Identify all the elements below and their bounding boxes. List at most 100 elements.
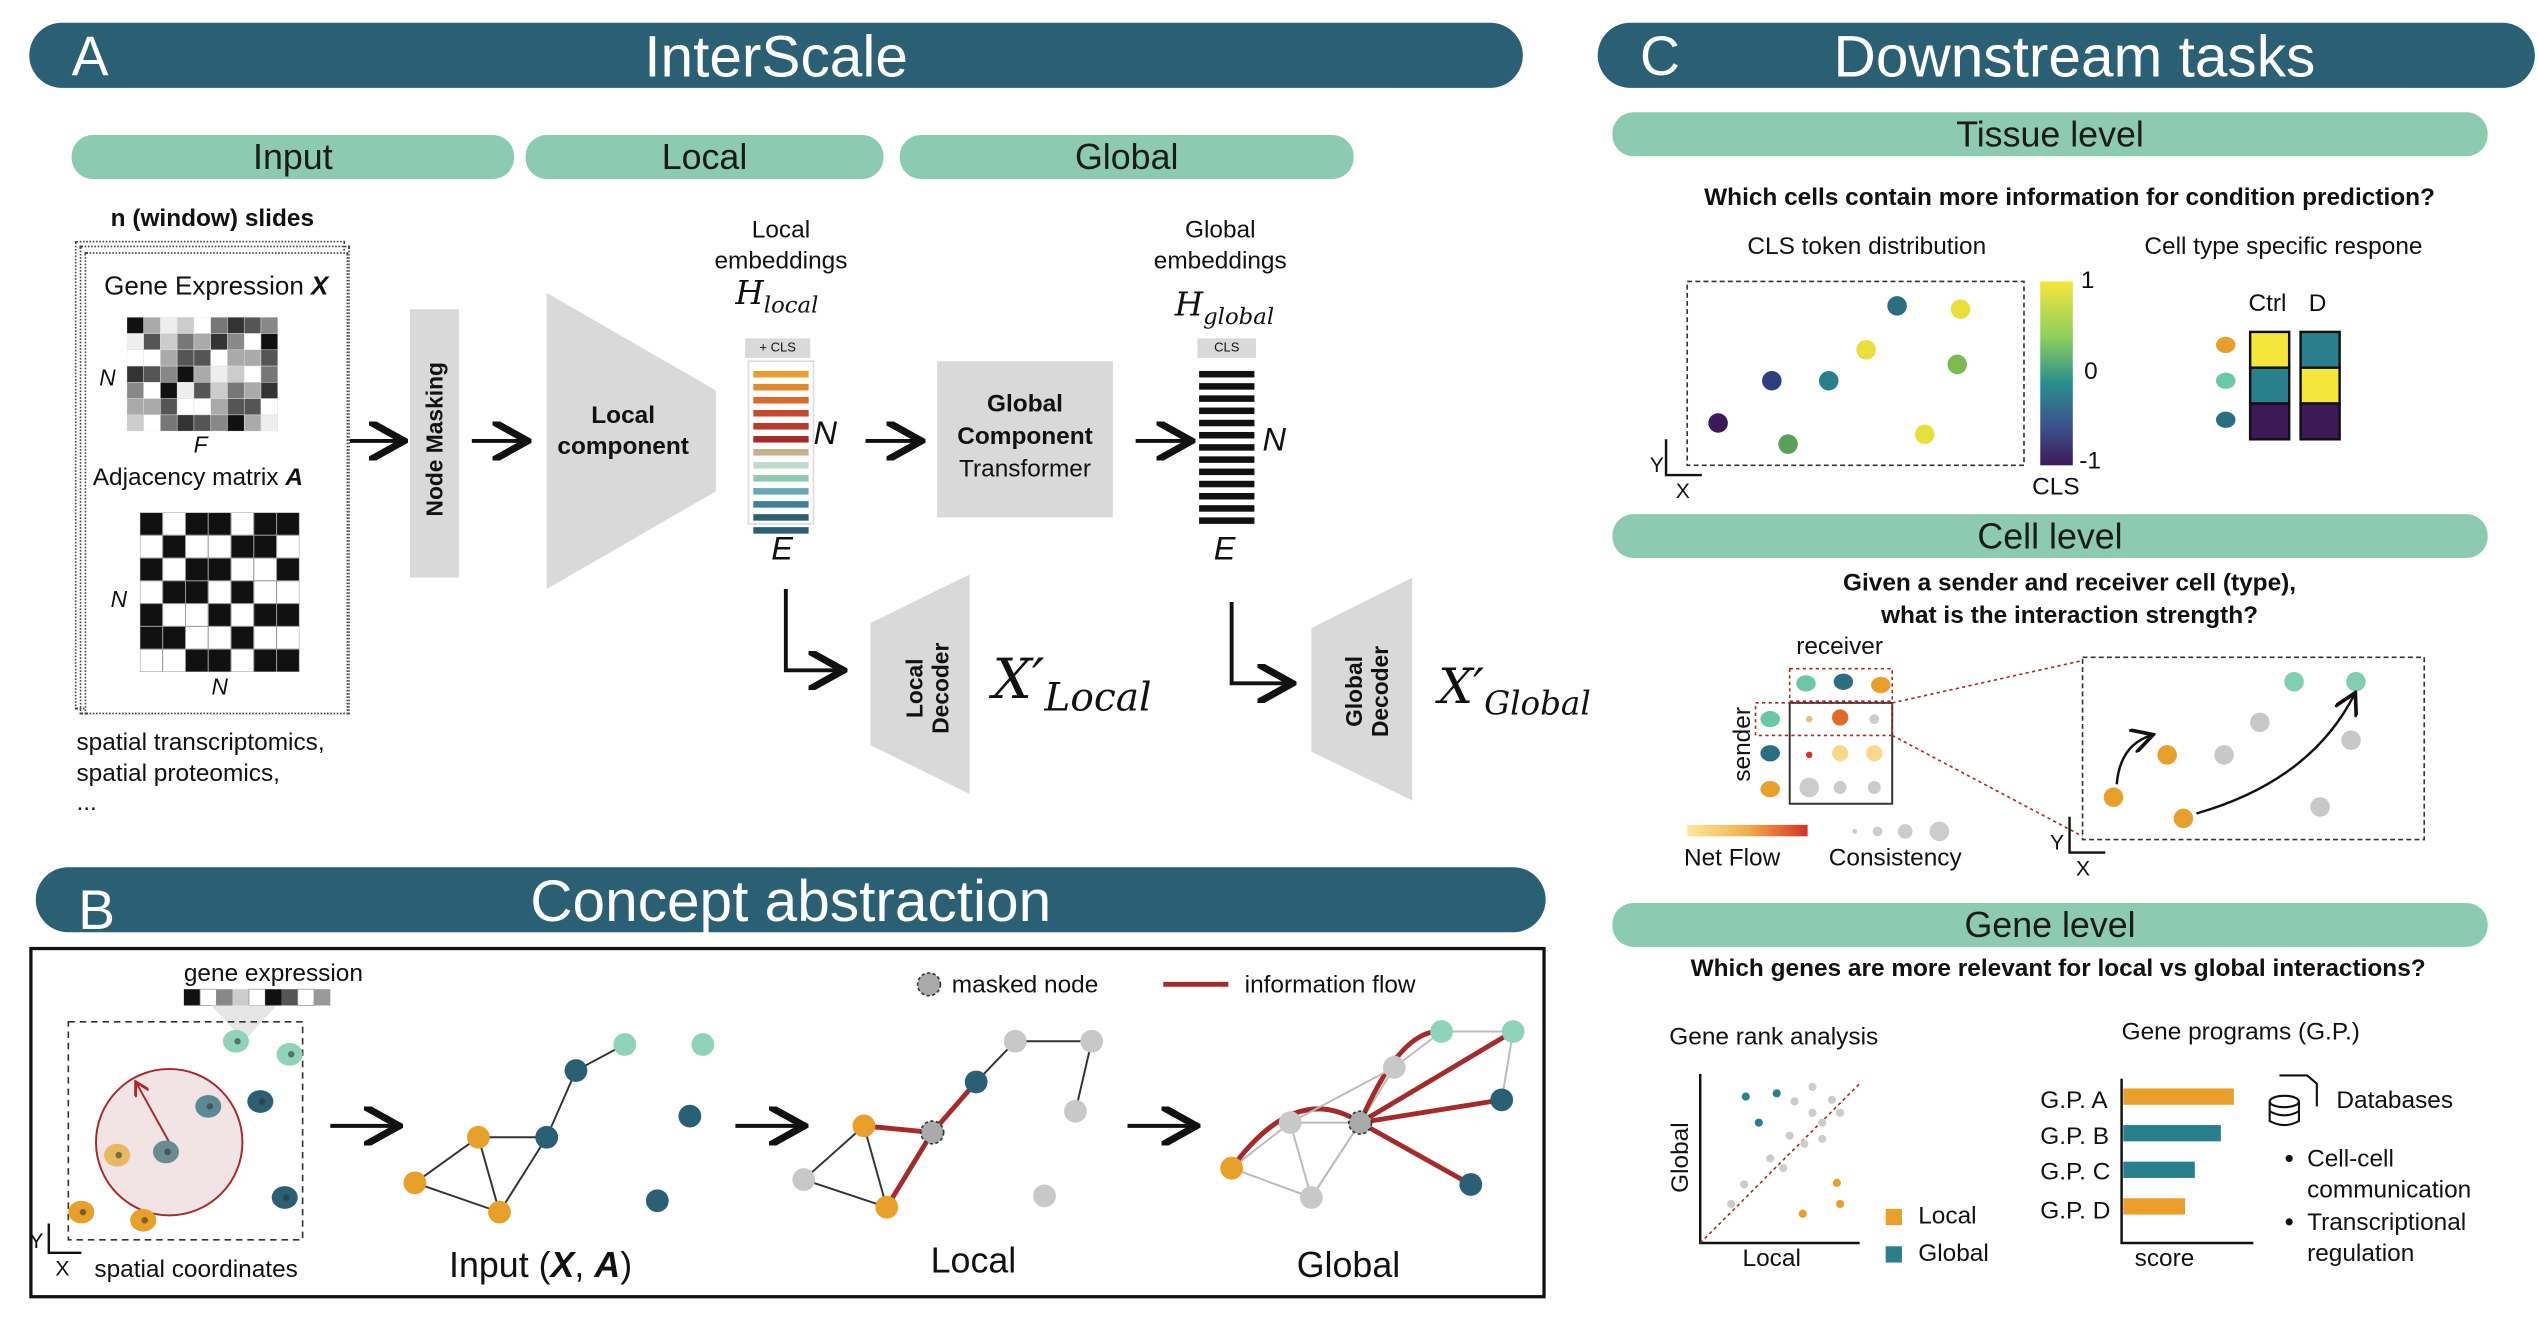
gene-rank-title: Gene rank analysis [1669,1023,1879,1052]
graph-node [1033,1184,1056,1208]
graph-node [1501,1020,1525,1043]
consistency-label: Consistency [1828,844,1962,873]
local-decoder-shape [870,574,970,794]
panel-a-flow [349,292,1413,801]
gp-bar [2123,1125,2221,1142]
local-component-text: Local component [557,401,689,461]
local-embedding-bars [747,360,815,534]
global-embedding-bar [1199,444,1255,451]
spatial-cells [68,1029,303,1232]
local-embedding-bar [753,436,809,443]
graph-node [691,1033,715,1056]
x-global-symbol: X′ [1438,658,1485,716]
db-item-2a: Transcriptional [2307,1208,2467,1237]
graph-edge [545,1070,577,1138]
graph-node [852,1114,876,1138]
cls-local-tag: + CLS [745,338,811,358]
gene-level-pill: Gene level [1612,902,2488,947]
graph-node [1080,1029,1104,1053]
local-embedding-bar [753,462,809,469]
local-embedding-bar [753,514,809,521]
cell-type-response-title: Cell type specific respone [2144,232,2423,261]
graph-node [1490,1088,1514,1112]
cell-question-1: Given a sender and receiver cell (type), [1843,569,2297,598]
graph-edge [1231,1121,1291,1169]
gene-question: Which genes are more relevant for local … [1690,955,2426,983]
tissue-question: Which cells contain more information for… [1704,183,2435,212]
stage-global: Global [899,135,1354,179]
cell-nucleus [234,1038,241,1045]
rank-x-label: Local [1742,1244,1801,1273]
global-embedding-bar [1199,517,1255,524]
receiver-highlight [1788,667,1894,703]
graph-edge [414,1136,479,1184]
tissue-axes [1664,439,1702,477]
graph-edge [498,1136,548,1213]
local-component-shape [546,292,716,589]
panel-b-title: Concept abstraction [530,867,1052,934]
adjacency-symbol: A [285,463,304,492]
gene-programs-title: Gene programs (G.P.) [2121,1018,2360,1047]
graph-node [1064,1099,1087,1123]
input-label-pre: Input ( [449,1244,551,1286]
cell-type-heatmap [2248,330,2341,441]
global-embedding-bar [1199,505,1255,512]
zoom-line-1 [1892,659,2083,704]
input-label-a: A [594,1244,621,1286]
graph-edge [1231,1167,1312,1199]
h-global: Hglobal [1175,285,1274,331]
graph-edge [1289,1066,1395,1124]
local-embeddings-1: Local [751,216,811,245]
global-component-box [937,361,1113,518]
legend-local-label: Local [1918,1202,1977,1231]
legend-local-swatch [1885,1208,1902,1226]
cell-question-2: what is the interaction strength? [1881,601,2259,630]
rank-diagonal [1699,1083,1861,1244]
gp-bar [2123,1088,2234,1105]
panel-b-letter: B [78,880,116,943]
h-local-symbol: H [735,273,764,313]
bullet-1 [2285,1154,2293,1163]
graph-edge [803,1178,888,1209]
b-axes [47,1223,82,1255]
global-embedding-bar [1199,468,1255,476]
global-embedding-bar [1199,407,1255,415]
c-axis-y-2: Y [2050,829,2065,855]
local-embedding-bar [753,410,809,417]
graph-edge [803,1125,865,1181]
masked-node-legend: masked node [951,971,1099,999]
global-component-2: Component [957,423,1093,451]
panel-c-letter: C [1640,26,1680,88]
c-axis-y-1: Y [1649,452,1664,477]
radius-arrow [137,1084,171,1143]
axis-n-global: N [1262,423,1287,459]
gene-expression-matrix [126,317,278,432]
cell-nucleus [258,1098,266,1105]
bullet-2 [2285,1218,2293,1226]
interaction-dots [1799,709,1883,798]
database-icon [2268,1074,2318,1127]
flow-arrow-short [2115,735,2151,785]
global-embedding-bars [1199,370,1255,524]
gene-expression-strip [183,988,331,1042]
local-graph [792,1029,1104,1219]
c-axis-x-1: X [1675,478,1690,503]
local-embedding-bar [753,449,809,456]
graph-node [1459,1173,1483,1196]
cell-level-pill: Cell level [1612,514,2488,559]
graph-edge [414,1181,500,1214]
net-flow-bar [1687,824,1808,837]
global-component-label: Global Component Transformer [937,389,1113,487]
axis-n-adj-bottom: N [211,673,228,700]
graph-edge [477,1137,501,1213]
graph-node [613,1033,637,1056]
stage-input: Input [71,135,515,179]
cls-colorbar [2040,281,2073,466]
global-embedding-bar [1199,492,1255,500]
input-label-sep: , [574,1244,595,1286]
node-masking-box [410,309,459,578]
h-local-sub: local [763,292,819,319]
ge-cell [260,414,278,432]
graph-edge [1358,1120,1472,1187]
masked-node [920,1120,945,1145]
